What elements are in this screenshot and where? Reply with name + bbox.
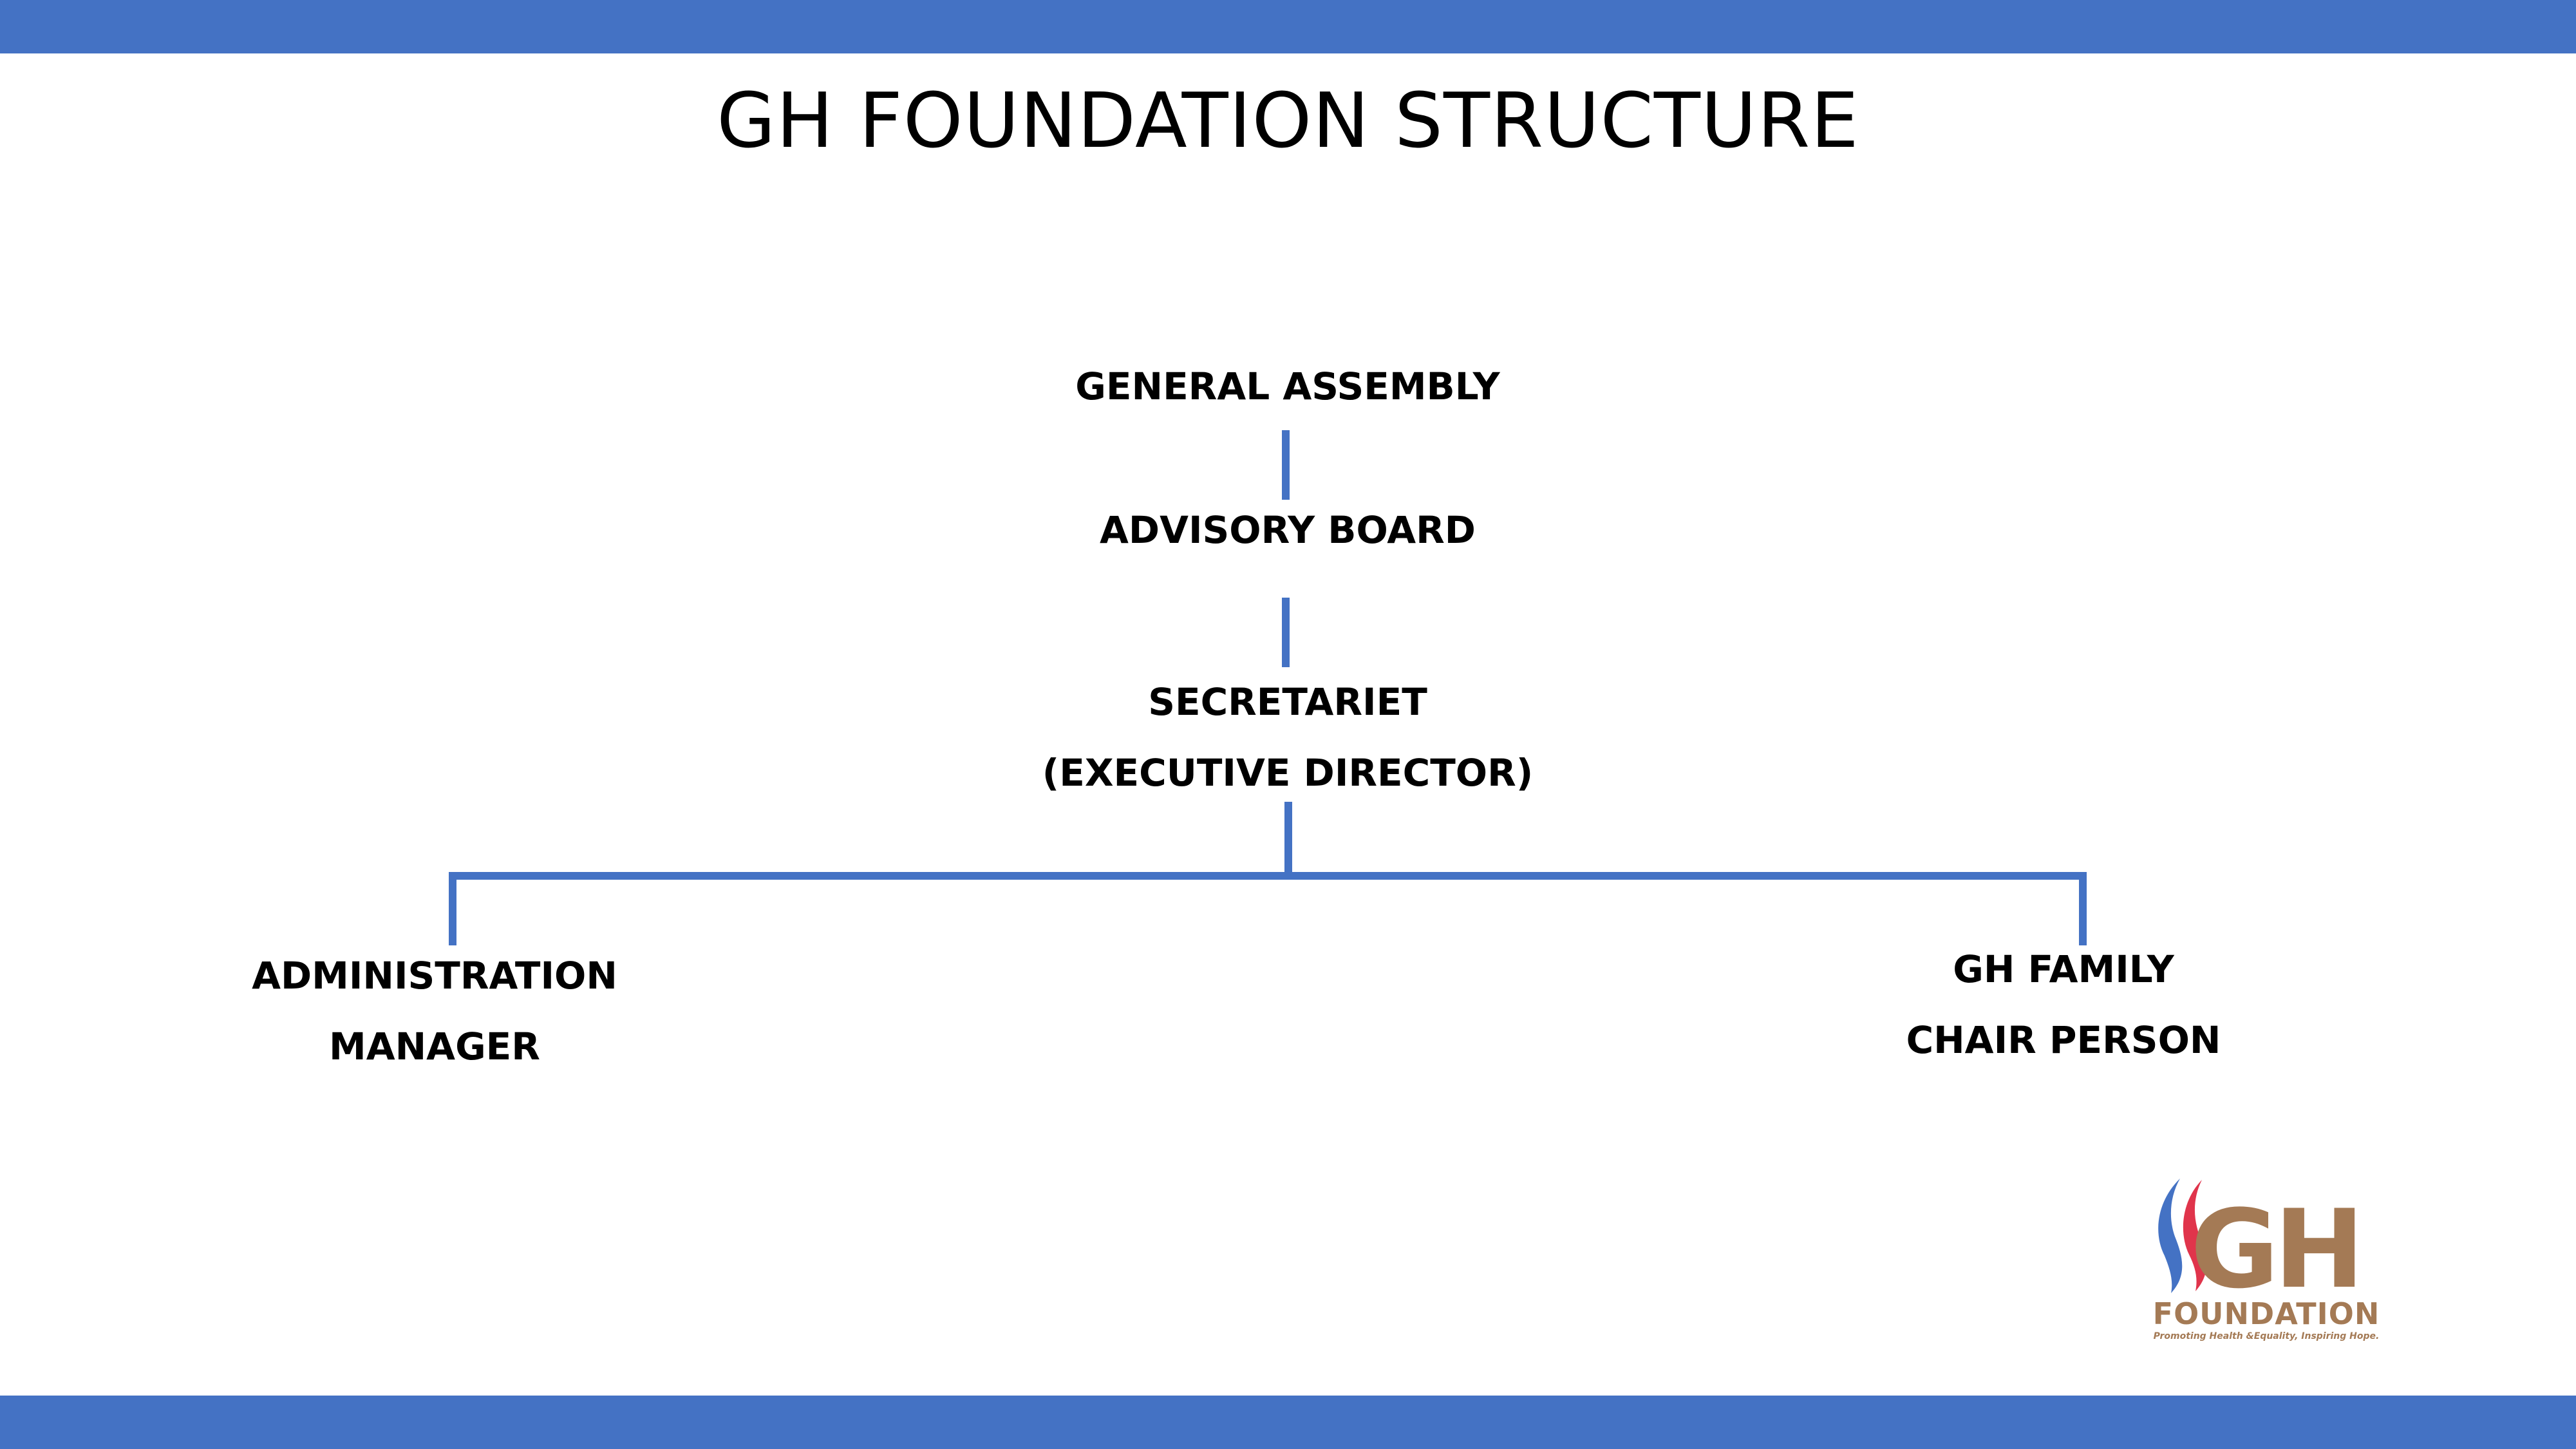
node-secretariat-sublabel: (EXECUTIVE DIRECTOR) bbox=[1042, 751, 1534, 795]
top-accent-band bbox=[0, 0, 2576, 53]
node-gh-family-chair: GH FAMILY CHAIR PERSON bbox=[1838, 934, 2289, 1075]
node-general-assembly-label: GENERAL ASSEMBLY bbox=[1075, 365, 1500, 408]
node-secretariat: SECRETARIET (EXECUTIVE DIRECTOR) bbox=[1030, 667, 1545, 808]
logo-red-swoosh bbox=[2183, 1180, 2207, 1291]
bottom-accent-band bbox=[0, 1396, 2576, 1449]
node-advisory-board-label: ADVISORY BOARD bbox=[1100, 508, 1476, 552]
node-administration-manager: ADMINISTRATION MANAGER bbox=[209, 940, 660, 1082]
node-secretariat-label: SECRETARIET bbox=[1148, 680, 1427, 724]
gh-logo-mark: GH bbox=[2158, 1179, 2365, 1298]
page-title: GH FOUNDATION STRUCTURE bbox=[717, 76, 1859, 165]
gh-foundation-logo: GH FOUNDATION Promoting Health &Equality… bbox=[2150, 1172, 2382, 1341]
node-gh-family-sublabel: CHAIR PERSON bbox=[1906, 1018, 2221, 1062]
node-advisory-board: ADVISORY BOARD bbox=[1030, 495, 1545, 565]
node-administration-sublabel: MANAGER bbox=[329, 1025, 540, 1068]
node-administration-label: ADMINISTRATION bbox=[252, 954, 617, 998]
logo-name: FOUNDATION bbox=[2152, 1296, 2380, 1331]
logo-tagline: Promoting Health &Equality, Inspiring Ho… bbox=[2153, 1331, 2380, 1341]
logo-letters: GH bbox=[2190, 1186, 2360, 1298]
node-general-assembly: GENERAL ASSEMBLY bbox=[1030, 351, 1545, 422]
logo-blue-swoosh bbox=[2158, 1179, 2183, 1293]
node-gh-family-label: GH FAMILY bbox=[1953, 947, 2174, 991]
